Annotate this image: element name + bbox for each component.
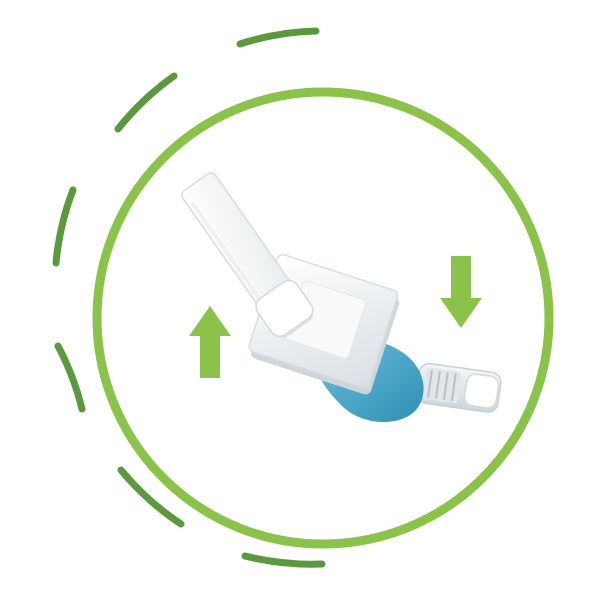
dash-segment-5 <box>117 466 185 528</box>
hinged-joint-brace-icon <box>181 172 502 423</box>
outer-ring <box>92 87 554 549</box>
arrow-up-icon <box>189 306 231 378</box>
device-clip <box>415 362 502 413</box>
dash-segment-1 <box>236 27 320 48</box>
dash-segment-2 <box>114 72 178 133</box>
dash-segment-3 <box>52 186 77 267</box>
arrow-down-icon <box>440 256 482 328</box>
dash-segment-6 <box>241 552 326 568</box>
rotation-dashes <box>52 27 326 568</box>
dash-segment-4 <box>54 342 86 413</box>
device-strap <box>181 172 314 338</box>
